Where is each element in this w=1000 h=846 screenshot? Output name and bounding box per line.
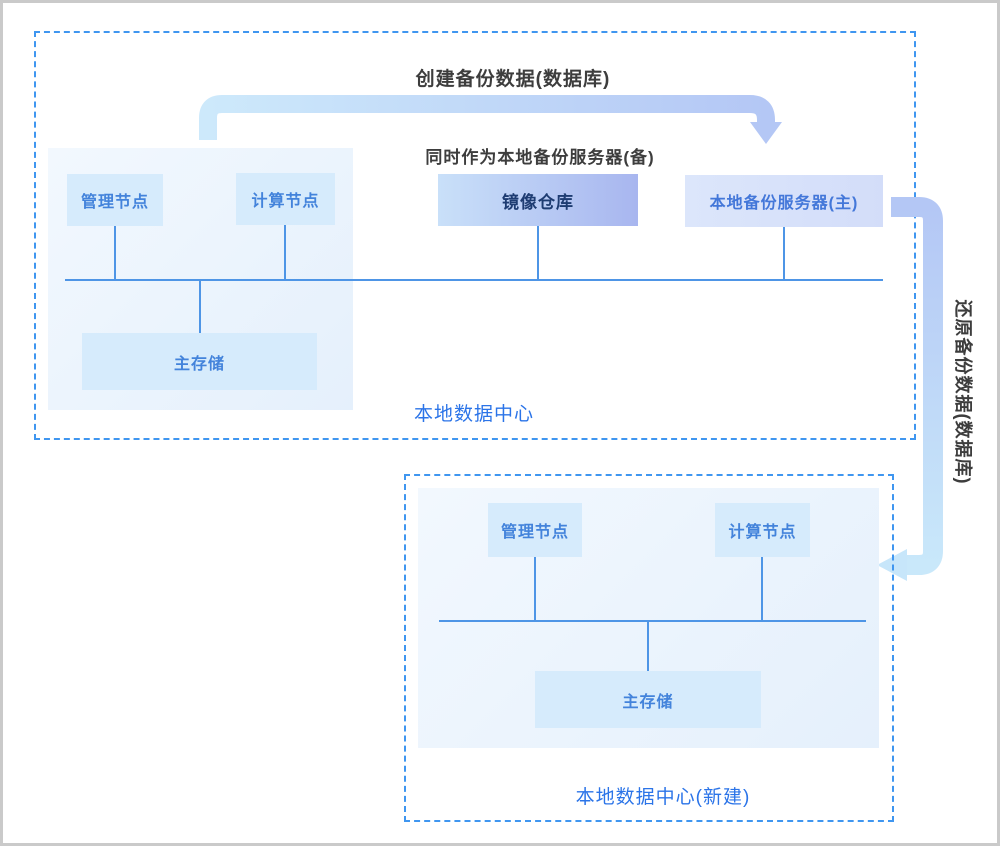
create-backup-arrow-shaft	[199, 95, 775, 140]
connector-management-new	[534, 557, 536, 620]
bus-line-new	[439, 620, 866, 622]
connector-image-repo	[537, 226, 539, 279]
compute-node-local: 计算节点	[236, 173, 335, 225]
new-datacenter-label: 本地数据中心(新建)	[575, 787, 751, 808]
bus-line-local	[65, 279, 883, 281]
restore-backup-arrow-shaft	[891, 197, 943, 575]
primary-storage-local: 主存储	[82, 333, 317, 390]
connector-backup-server	[783, 227, 785, 279]
restore-backup-label: 还原备份数据(数据库)	[953, 299, 973, 485]
create-backup-arrow	[199, 95, 782, 144]
connector-storage-local	[199, 281, 201, 333]
create-backup-label: 创建备份数据(数据库)	[415, 69, 611, 90]
connector-compute-local	[284, 225, 286, 279]
image-repository-node: 镜像仓库	[438, 174, 638, 226]
compute-node-new: 计算节点	[715, 503, 810, 557]
management-node-local: 管理节点	[67, 174, 163, 226]
repo-note-label: 同时作为本地备份服务器(备)	[425, 148, 655, 167]
local-datacenter-container	[34, 31, 916, 440]
connector-compute-new	[761, 557, 763, 620]
new-datacenter-container	[404, 474, 894, 822]
create-backup-arrowhead-icon	[750, 122, 782, 144]
connector-management-local	[114, 226, 116, 279]
local-datacenter-label: 本地数据中心	[413, 404, 534, 425]
backup-server-primary-node: 本地备份服务器(主)	[685, 175, 883, 227]
management-node-new: 管理节点	[488, 503, 582, 557]
connector-storage-new	[647, 622, 649, 671]
primary-storage-new: 主存储	[535, 671, 761, 728]
